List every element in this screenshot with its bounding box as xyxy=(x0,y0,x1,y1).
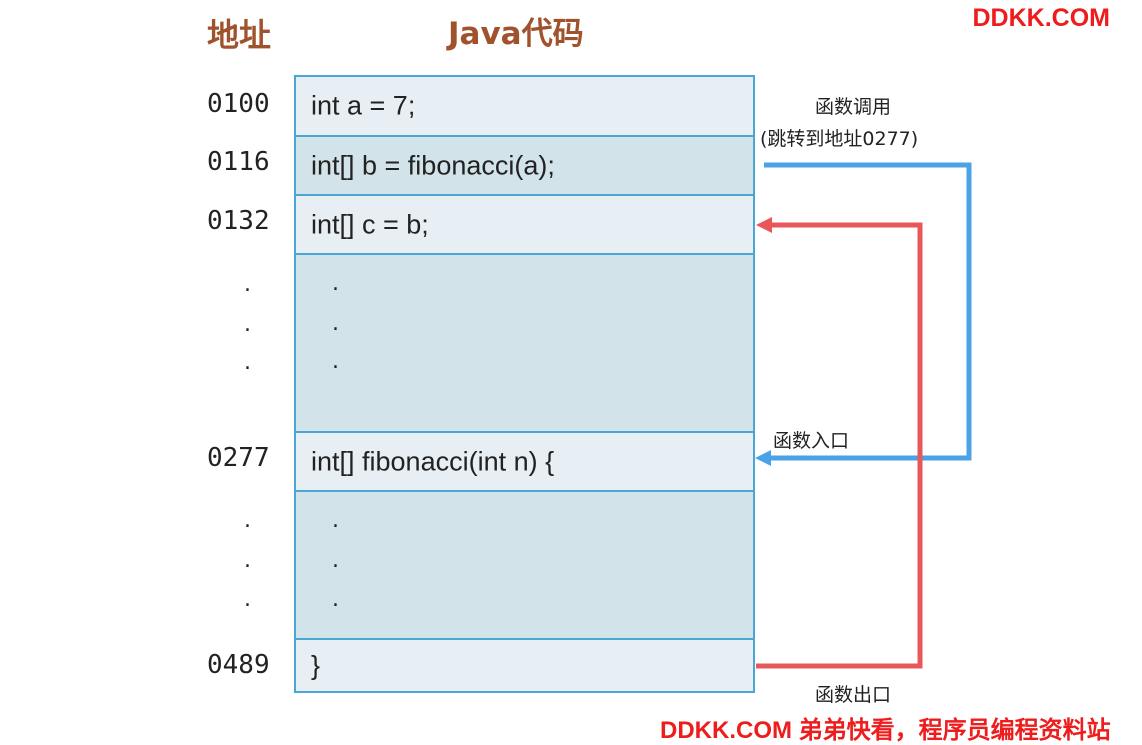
code-ellipsis-dot: . xyxy=(332,508,339,533)
address-0132: 0132 xyxy=(207,206,270,236)
watermark-top-right: DDKK.COM xyxy=(972,4,1111,32)
memory-code-block: int a = 7; int[] b = fibonacci(a); int[]… xyxy=(294,75,755,693)
return-arrow xyxy=(756,222,923,669)
function-call-label: 函数调用 xyxy=(815,96,892,118)
watermark-bottom: DDKK.COM 弟弟快看，程序员编程资料站 xyxy=(660,717,1111,744)
address-0100: 0100 xyxy=(207,89,270,119)
code-cell: } xyxy=(296,640,753,691)
code-ellipsis-cell: . . . xyxy=(296,492,753,640)
code-ellipsis-dot: . xyxy=(332,587,339,612)
address-ellipsis-dot: . xyxy=(244,350,251,375)
address-ellipsis-dot: . xyxy=(244,312,251,337)
address-0116: 0116 xyxy=(207,147,270,177)
address-0277: 0277 xyxy=(207,443,270,473)
code-ellipsis-dot: . xyxy=(332,311,339,336)
code-cell: int[] c = b; xyxy=(296,196,753,255)
return-arrowhead xyxy=(756,217,772,233)
code-cell: int[] fibonacci(int n) { xyxy=(296,433,753,492)
code-ellipsis-dot: . xyxy=(332,548,339,573)
call-arrowhead xyxy=(755,450,771,466)
address-ellipsis-dot: . xyxy=(244,272,251,297)
code-line: } xyxy=(311,650,321,680)
code-line: int[] c = b; xyxy=(311,209,429,239)
code-cell: int[] b = fibonacci(a); xyxy=(296,137,753,196)
function-exit-label: 函数出口 xyxy=(815,684,892,706)
code-line: int[] fibonacci(int n) { xyxy=(311,446,555,476)
code-line: int[] b = fibonacci(a); xyxy=(311,150,555,180)
code-ellipsis-cell: . . . xyxy=(296,255,753,433)
address-ellipsis-dot: . xyxy=(244,587,251,612)
function-call-detail-label: (跳转到地址0277) xyxy=(760,128,919,150)
address-0489: 0489 xyxy=(207,650,270,680)
code-cell: int a = 7; xyxy=(296,77,753,137)
address-ellipsis-dot: . xyxy=(244,548,251,573)
function-entry-label: 函数入口 xyxy=(773,430,850,452)
address-column-header: 地址 xyxy=(207,16,272,54)
code-column-header: Java代码 xyxy=(448,16,584,52)
code-ellipsis-dot: . xyxy=(332,349,339,374)
address-ellipsis-dot: . xyxy=(244,508,251,533)
code-ellipsis-dot: . xyxy=(332,271,339,296)
call-arrow xyxy=(764,162,972,461)
code-line: int a = 7; xyxy=(311,90,416,121)
